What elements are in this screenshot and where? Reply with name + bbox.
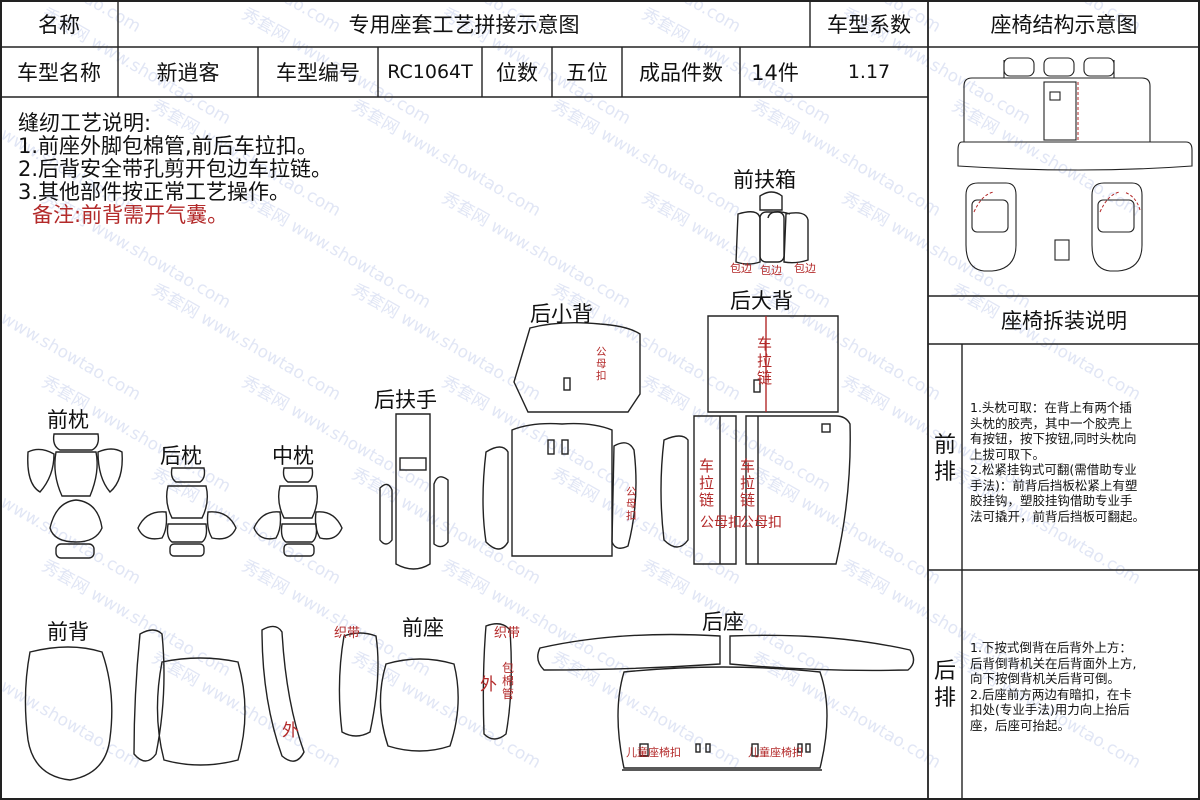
instruction-line: 手法)：前背后挡板松紧上有塑 (970, 477, 1138, 493)
char: 排 (934, 460, 957, 485)
front-row-instructions: 1.头枕可取：在背上有两个插 头枕的胶壳，其中一个胶壳上 有按钮，按下按钮,同时… (970, 400, 1145, 524)
binding-mark: 包边 (794, 262, 816, 275)
char: 拉 (699, 474, 715, 492)
structure-title: 座椅结构示意图 (990, 12, 1138, 37)
webbing-mark: 织带 (334, 626, 361, 641)
part-label-front-back: 前背 (47, 620, 89, 644)
instruction-line: 向下按倒背机关后背可倒。 (970, 671, 1121, 686)
notes-item: 3.其他部件按正常工艺操作。 (18, 180, 291, 204)
part-label-rear-armrest: 后扶手 (374, 388, 437, 412)
coefficient-label: 车型系数 (827, 12, 911, 37)
snap-mark: 公母扣 (700, 515, 742, 531)
snap-mark: 公母扣 (626, 486, 637, 522)
outer-mark: 外 (480, 675, 497, 695)
pieces-label: 成品件数 (639, 61, 723, 85)
instruction-line: 1.下按式倒背在后背外上方： (970, 640, 1132, 655)
char: 扣 (596, 370, 607, 382)
disassembly-title: 座椅拆装说明 (1001, 309, 1127, 333)
char: 前 (934, 433, 957, 458)
char: 棉 (502, 674, 515, 688)
instruction-line: 1.头枕可取：在背上有两个插 (970, 400, 1132, 415)
binding-mark: 包边 (730, 262, 752, 275)
char: 母 (626, 498, 637, 510)
part-label-front-seat: 前座 (402, 616, 444, 640)
char: 公 (596, 346, 607, 358)
instruction-line: 2.松紧挂钩式可翻(需借助专业 (970, 462, 1137, 477)
instruction-line: 胶挂钩，塑胶挂钩借助专业手 (970, 493, 1133, 508)
notes-heading: 缝纫工艺说明: (18, 111, 152, 135)
char: 包 (502, 661, 515, 675)
char: 车 (699, 457, 715, 475)
instruction-line: 后背倒背机关在后背面外上方, (970, 655, 1137, 671)
part-label-rear-headrest: 后枕 (160, 444, 202, 468)
char: 拉 (757, 352, 773, 370)
zipper-mark: 车拉链 (740, 458, 755, 509)
char: 公 (626, 486, 637, 498)
char: 车 (740, 457, 756, 475)
part-label-front-headrest: 前枕 (47, 408, 89, 432)
notes-item: 1.前座外脚包棉管,前后车拉扣。 (18, 134, 318, 158)
instruction-line: 有按钮，按下按钮,同时头枕向 (970, 431, 1137, 446)
part-label-rear-large-back: 后大背 (730, 289, 793, 313)
wrap-tube-mark: 包棉管 (502, 662, 514, 701)
rear-row-instructions: 1.下按式倒背在后背外上方： 后背倒背机关在后背面外上方, 向下按倒背机关后背可… (970, 640, 1136, 733)
model-name-value: 新逍客 (156, 61, 220, 85)
char: 链 (699, 491, 715, 509)
child-seat-buckle-mark: 儿童座椅扣 (626, 746, 681, 759)
char: 排 (934, 686, 957, 711)
sewing-notes: 缝纫工艺说明: 1.前座外脚包棉管,前后车拉扣。 2.后背安全带孔剪开包边车拉链… (18, 112, 332, 227)
char: 车 (757, 335, 773, 353)
snap-mark: 公母扣 (596, 346, 607, 382)
instruction-line: 上拔可取下。 (970, 446, 1046, 462)
instruction-line: 头枕的胶壳，其中一个胶壳上 (970, 415, 1133, 431)
seats-value: 五位 (566, 61, 608, 85)
snap-mark: 公母扣 (740, 515, 782, 531)
child-seat-buckle-mark: 儿童座椅扣 (748, 746, 803, 759)
webbing-mark: 织带 (494, 626, 521, 641)
char: 扣 (626, 510, 637, 522)
coefficient-value: 1.17 (847, 61, 891, 83)
front-row-label: 前排 (934, 432, 956, 486)
model-code-value: RC1064T (387, 61, 473, 83)
page-title: 专用座套工艺拼接示意图 (348, 12, 580, 37)
char: 链 (757, 369, 773, 387)
char: 拉 (740, 474, 756, 492)
rear-row-label: 后排 (934, 658, 956, 712)
model-name-label: 车型名称 (17, 61, 101, 85)
notes-remark: 备注:前背需开气囊。 (32, 203, 229, 227)
part-label-front-armrest-box: 前扶箱 (733, 168, 796, 192)
char: 后 (934, 659, 957, 684)
part-label-rear-small-back: 后小背 (530, 302, 593, 326)
model-code-label: 车型编号 (276, 61, 360, 85)
seats-label: 位数 (496, 61, 538, 85)
zipper-mark: 车拉链 (757, 336, 772, 387)
instruction-line: 座，后座可抬起。 (970, 717, 1071, 733)
name-label: 名称 (38, 12, 80, 37)
instruction-line: 2.后座前方两边有暗扣，在卡 (970, 686, 1132, 702)
char: 管 (502, 687, 515, 701)
pieces-value: 14件 (751, 61, 799, 85)
notes-item: 2.后背安全带孔剪开包边车拉链。 (18, 157, 333, 181)
part-label-rear-seat: 后座 (702, 610, 744, 634)
binding-mark: 包边 (760, 264, 782, 277)
part-label-middle-headrest: 中枕 (272, 444, 314, 468)
char: 链 (740, 491, 756, 509)
zipper-mark: 车拉链 (699, 458, 714, 509)
char: 母 (596, 358, 607, 370)
instruction-line: 法可撬开，前背后挡板可翻起。 (970, 508, 1146, 524)
outer-mark: 外 (282, 721, 299, 741)
instruction-line: 扣处(专业手法)用力向上抬后 (970, 702, 1130, 717)
